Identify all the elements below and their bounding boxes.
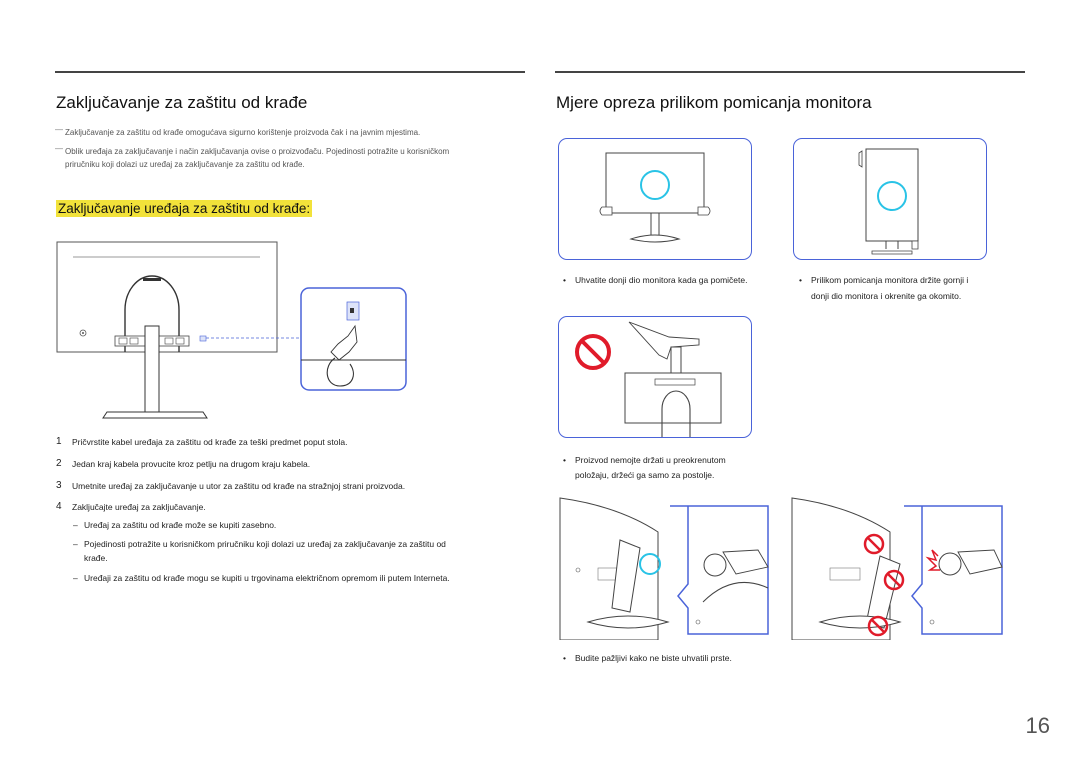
page-number: 16 — [1025, 713, 1050, 738]
note-dash: ― — [55, 144, 63, 153]
note-1: ― Zaključavanje za zaštitu od krađe omog… — [55, 125, 421, 137]
finger-caution-correct-illustration — [558, 492, 774, 640]
right-section-title: Mjere opreza prilikom pomicanja monitora — [556, 93, 872, 112]
left-section-title: Zaključavanje za zaštitu od krađe — [56, 93, 308, 112]
left-top-rule — [55, 71, 525, 73]
hold-vertical-illustration — [793, 138, 987, 260]
do-not-hold-stand-illustration — [558, 316, 752, 438]
lock-subheading: Zaključavanje uređaja za zaštitu od krađ… — [56, 200, 313, 217]
finger-caution-wrong-illustration — [790, 492, 1006, 640]
monitor-back-illustration — [55, 240, 415, 425]
note-2: ― Oblik uređaja za zaključavanje i način… — [55, 144, 450, 156]
note-2-cont: priručniku koji dolazi uz uređaj za zakl… — [65, 160, 305, 169]
hold-bottom-illustration — [558, 138, 752, 260]
right-top-rule — [555, 71, 1025, 73]
note-dash: ― — [55, 125, 63, 134]
